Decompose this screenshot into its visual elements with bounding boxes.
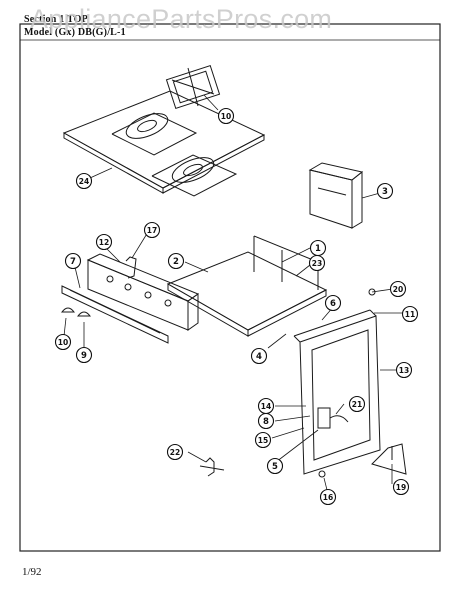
callout-number: 23 <box>312 259 322 268</box>
callout-circle <box>308 254 326 272</box>
callout-15: 15 <box>254 431 272 449</box>
callout-16: 16 <box>319 488 337 506</box>
callout-number: 14 <box>261 402 271 411</box>
callout-number: 6 <box>330 299 336 309</box>
callout-24: 24 <box>75 172 93 190</box>
callout-circle <box>143 221 161 239</box>
cooktop-part <box>62 90 266 197</box>
callout-circle <box>167 252 185 270</box>
callout-circle <box>392 478 410 496</box>
callout-circle <box>389 280 407 298</box>
callout-14: 14 <box>257 397 275 415</box>
callout-circle <box>75 172 93 190</box>
callout-3: 3 <box>376 182 394 200</box>
callout-17: 17 <box>143 221 161 239</box>
model-heading: Model (Gx) DB(G)/L-1 <box>24 27 126 38</box>
callout-4: 4 <box>250 347 268 365</box>
callout-number: 1 <box>315 244 321 254</box>
callout-circle <box>64 252 82 270</box>
callout-number: 4 <box>256 352 262 362</box>
burner-box-part <box>166 235 328 337</box>
callout-number: 9 <box>81 351 87 361</box>
vent-panel-part <box>308 162 364 229</box>
part-16 <box>318 470 326 478</box>
callout-number: 16 <box>323 493 333 502</box>
section-heading: Section 1 TOP <box>24 14 88 25</box>
callout-10: 10 <box>54 333 72 351</box>
callout-circle <box>401 305 419 323</box>
callout-number: 22 <box>170 448 180 457</box>
bracket-19-part <box>371 443 407 475</box>
burner-grate-part <box>165 64 221 110</box>
callout-number: 12 <box>99 238 109 247</box>
callout-circle <box>324 294 342 312</box>
callout-circle <box>257 397 275 415</box>
callout-number: 7 <box>70 257 76 267</box>
callout-number: 15 <box>258 436 268 445</box>
callout-9: 9 <box>75 346 93 364</box>
callout-circle <box>348 395 366 413</box>
callout-number: 13 <box>399 366 409 375</box>
part-22 <box>199 457 225 477</box>
bracket-17-part <box>125 256 137 279</box>
callout-circle <box>95 233 113 251</box>
callout-circle <box>254 431 272 449</box>
callout-2: 2 <box>167 252 185 270</box>
callout-number: 10 <box>221 112 231 121</box>
callout-number: 10 <box>58 338 68 347</box>
callout-number: 24 <box>79 177 89 186</box>
knob-10-part <box>60 307 76 313</box>
watermark: AppliancePartsPros.com <box>30 4 333 34</box>
callout-number: 20 <box>393 285 403 294</box>
callout-circle <box>376 182 394 200</box>
callout-circle <box>319 488 337 506</box>
callout-6: 6 <box>324 294 342 312</box>
callout-circle <box>217 107 235 125</box>
callout-13: 13 <box>395 361 413 379</box>
control-panel-part <box>86 253 200 331</box>
callout-8: 8 <box>257 412 275 430</box>
callout-number: 8 <box>263 417 269 427</box>
callout-number: 17 <box>147 226 157 235</box>
callout-circle <box>395 361 413 379</box>
callout-12: 12 <box>95 233 113 251</box>
screw-20-part <box>368 288 376 296</box>
lower-strip-part <box>61 285 169 344</box>
callout-number: 21 <box>352 400 362 409</box>
callout-circle <box>75 346 93 364</box>
leader-lines <box>63 94 404 495</box>
callout-number: 2 <box>173 257 179 267</box>
section-value: 1 TOP <box>59 14 88 25</box>
callout-1: 1 <box>309 239 327 257</box>
callout-21: 21 <box>348 395 366 413</box>
callout-circle <box>54 333 72 351</box>
section-label: Section <box>24 14 57 25</box>
footer-date: 1/92 <box>22 566 42 578</box>
manifold-part <box>317 407 349 429</box>
knob-9-part <box>76 311 92 317</box>
model-label: Model <box>24 27 53 38</box>
callout-number: 5 <box>272 462 278 472</box>
callout-5: 5 <box>266 457 284 475</box>
callout-number: 11 <box>405 310 415 319</box>
callout-11: 11 <box>401 305 419 323</box>
page-frame <box>19 23 441 552</box>
callout-circle <box>250 347 268 365</box>
callout-number: 3 <box>382 187 388 197</box>
callout-7: 7 <box>64 252 82 270</box>
callout-22: 22 <box>166 443 184 461</box>
callout-number: 19 <box>396 483 406 492</box>
model-value: (Gx) DB(G)/L-1 <box>54 27 126 38</box>
side-frame-part <box>293 309 381 475</box>
callout-20: 20 <box>389 280 407 298</box>
callout-10: 10 <box>217 107 235 125</box>
callout-circle <box>266 457 284 475</box>
callout-19: 19 <box>392 478 410 496</box>
callout-23: 23 <box>308 254 326 272</box>
callout-circle <box>166 443 184 461</box>
